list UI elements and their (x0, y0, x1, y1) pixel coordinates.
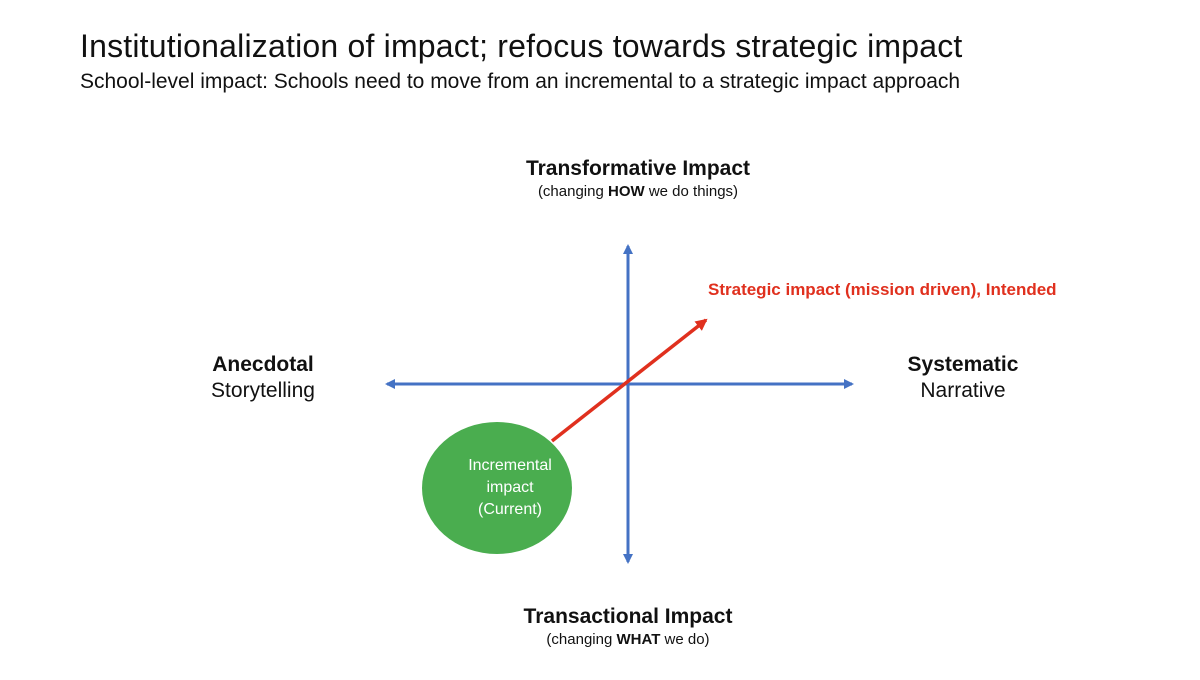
transactional-sub-prefix: (changing (546, 631, 617, 648)
systematic-label: Systematic Narrative (908, 352, 1019, 404)
slide-title: Institutionalization of impact; refocus … (80, 28, 963, 64)
incremental-line-3: (Current) (477, 501, 542, 518)
transactional-impact-title: Transactional Impact (523, 605, 733, 628)
strategic-impact-label: Strategic impact (mission driven), Inten… (708, 280, 1057, 299)
transformative-impact-subtitle: (changing HOW we do things) (526, 182, 750, 202)
anecdotal-label: Anecdotal Storytelling (211, 352, 315, 404)
anecdotal-title: Anecdotal (212, 353, 314, 376)
incremental-line-1: Incremental (468, 457, 552, 474)
transactional-sub-suffix: we do) (660, 631, 710, 648)
transformative-impact-title: Transformative Impact (525, 157, 751, 180)
transformative-impact-label: Transformative Impact (changing HOW we d… (526, 156, 750, 202)
incremental-impact-bubble (422, 422, 572, 554)
strategic-impact-arrow (550, 318, 708, 443)
transactional-impact-label: Transactional Impact (changing WHAT we d… (524, 604, 733, 650)
transformative-sub-prefix: (changing (537, 183, 608, 200)
transformative-sub-suffix: we do things) (644, 183, 739, 200)
transactional-sub-bold: WHAT (616, 631, 661, 648)
systematic-title: Systematic (907, 353, 1019, 376)
incremental-line-2: impact (486, 479, 534, 496)
transactional-impact-subtitle: (changing WHAT we do) (524, 630, 733, 650)
slide-subtitle: School-level impact: Schools need to mov… (80, 70, 961, 93)
incremental-impact-text: Incremental impact (Current) (426, 455, 594, 521)
narrative-subtitle: Narrative (920, 379, 1006, 402)
storytelling-subtitle: Storytelling (211, 379, 315, 402)
transformative-sub-bold: HOW (608, 183, 645, 200)
